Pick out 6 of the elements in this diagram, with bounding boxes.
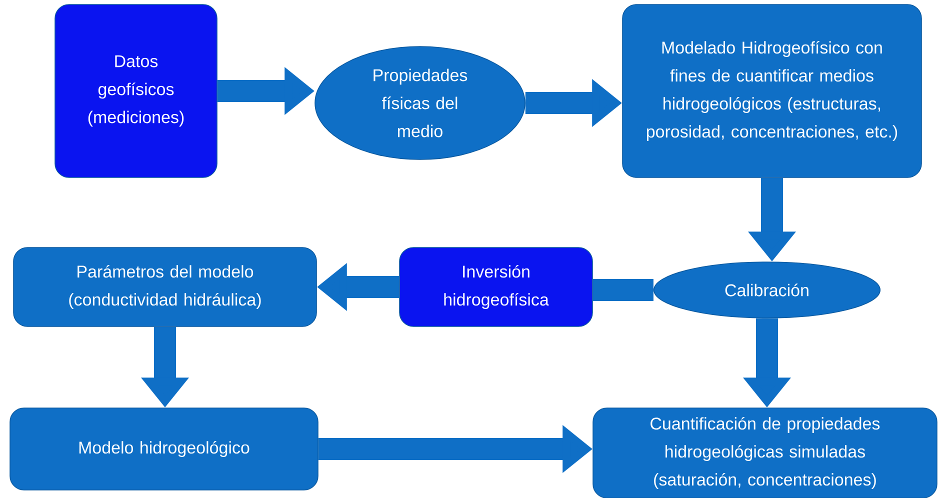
process-box: Modelado Hidrogeofísico con fines de cuantificar medios hidrogeológicos (estructuras, porosidad, concentraciones, etc.) — [622, 4, 922, 178]
process-box: Modelo hidrogeológico — [10, 408, 318, 490]
process-box: Inversión hidrogeofísica — [399, 247, 593, 327]
process-box: Datos geofísicos (mediciones) — [54, 4, 218, 178]
process-box: Cuantificación de propiedades hidrogeológicas simuladas (saturación, concentraciones) — [592, 408, 938, 498]
process-box: Parámetros del modelo (conductividad hidráulica) — [13, 247, 317, 327]
